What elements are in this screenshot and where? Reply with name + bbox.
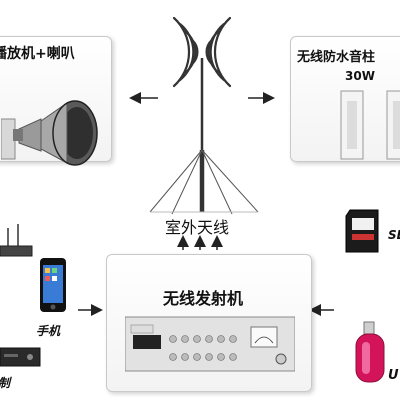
column-speaker-title: 无线防水音柱: [297, 50, 376, 65]
antenna-icon: [149, 16, 259, 215]
usb-label: U: [388, 368, 399, 383]
phone-label: 手机: [36, 324, 61, 338]
column-speaker-panel: 无线防水音柱 30W: [290, 36, 400, 162]
mixer-device-icon: [0, 347, 41, 367]
horn-panel: 播放机+喇叭: [0, 36, 112, 166]
horn-speaker-icon: [1, 100, 98, 166]
sd-label: SD: [388, 228, 400, 242]
horn-panel-title: 播放机+喇叭: [0, 46, 75, 62]
phone-icon: [40, 258, 66, 312]
wireless-mic-receiver-icon: [0, 224, 33, 257]
column-speaker-icon: [340, 90, 400, 160]
usb-drive-icon: [355, 321, 385, 383]
transmitter-panel: 无线发射机: [106, 254, 312, 392]
antenna-label: 室外天线: [165, 218, 230, 237]
column-speaker-power: 30W: [345, 69, 375, 83]
sd-card-icon: [345, 209, 379, 253]
transmitter-label: 无线发射机: [163, 289, 244, 308]
mixer-label: 控制: [0, 374, 10, 391]
transmitter-unit-icon: [125, 316, 295, 372]
